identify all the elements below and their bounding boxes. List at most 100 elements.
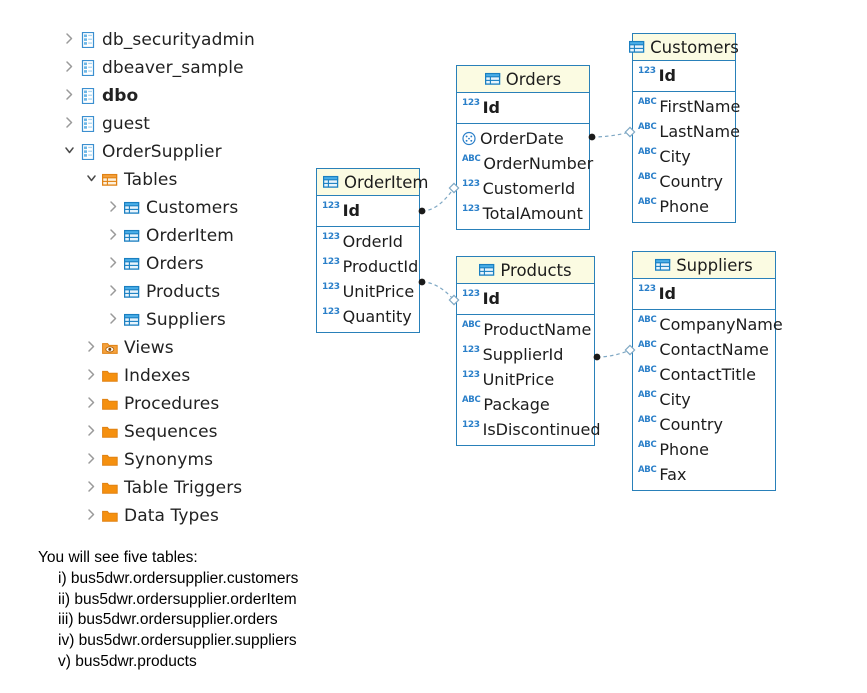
- tree-item-orders[interactable]: Orders: [60, 250, 360, 278]
- chevron-right-icon[interactable]: [104, 284, 122, 300]
- chevron-right-icon[interactable]: [82, 340, 100, 356]
- database-schema-icon: [81, 88, 95, 104]
- chevron-right-icon[interactable]: [82, 424, 100, 440]
- tree-item-dbeaver-sample[interactable]: dbeaver_sample: [60, 54, 360, 82]
- tree-item-tables[interactable]: Tables: [60, 166, 360, 194]
- numeric-type-icon: 123: [462, 370, 480, 380]
- chevron-right-icon[interactable]: [104, 312, 122, 328]
- chevron-down-icon[interactable]: [82, 172, 100, 188]
- column-name: TotalAmount: [482, 204, 583, 223]
- tree-item-table-triggers[interactable]: Table Triggers: [60, 474, 360, 502]
- chevron-right-icon[interactable]: [104, 256, 122, 272]
- tree-item-dbo[interactable]: dbo: [60, 82, 360, 110]
- tree-item-label: OrderSupplier: [102, 142, 222, 162]
- tree-item-orderitem[interactable]: OrderItem: [60, 222, 360, 250]
- chevron-right-icon[interactable]: [60, 32, 78, 48]
- chevron-right-icon[interactable]: [60, 88, 78, 104]
- column-name: SupplierId: [482, 345, 564, 364]
- chevron-down-icon[interactable]: [60, 144, 78, 160]
- chevron-right-icon[interactable]: [82, 480, 100, 496]
- tree-item-suppliers[interactable]: Suppliers: [60, 306, 360, 334]
- column-name: Fax: [659, 465, 687, 484]
- chevron-right-icon[interactable]: [60, 116, 78, 132]
- tree-item-guest[interactable]: guest: [60, 110, 360, 138]
- tree-item-views[interactable]: Views: [60, 334, 360, 362]
- tree-item-db-securityadmin[interactable]: db_securityadmin: [60, 26, 360, 54]
- column-name: Id: [342, 201, 360, 220]
- tree-item-procedures[interactable]: Procedures: [60, 390, 360, 418]
- column-type-icon: [462, 131, 477, 147]
- column-type-icon: ABC: [462, 321, 481, 334]
- chevron-right-icon[interactable]: [82, 396, 100, 412]
- chevron-right-icon[interactable]: [104, 200, 122, 216]
- column-name: OrderNumber: [483, 154, 594, 173]
- tree-item-ordersupplier[interactable]: OrderSupplier: [60, 138, 360, 166]
- column-type-icon: ABC: [638, 341, 657, 354]
- column-row[interactable]: OrderDate: [457, 126, 589, 151]
- column-type-icon: 123: [322, 258, 340, 271]
- tree-item-customers[interactable]: Customers: [60, 194, 360, 222]
- tree-item-data-types[interactable]: Data Types: [60, 502, 360, 530]
- chevron-right-icon[interactable]: [82, 452, 100, 468]
- chevron-right-icon[interactable]: [60, 60, 78, 76]
- column-type-icon: ABC: [638, 466, 657, 479]
- table-icon: [629, 39, 645, 55]
- column-type-icon: ABC: [638, 198, 657, 211]
- database-schema-icon: [81, 144, 95, 160]
- database-schema-icon: [78, 32, 98, 48]
- database-schema-icon: [78, 144, 98, 160]
- text-type-icon: ABC: [638, 465, 657, 476]
- tree-item-indexes[interactable]: Indexes: [60, 362, 360, 390]
- folder-icon: [102, 480, 118, 496]
- chevron-right-icon[interactable]: [104, 228, 122, 244]
- tree-item-synonyms[interactable]: Synonyms: [60, 446, 360, 474]
- chevron-right-icon[interactable]: [82, 368, 100, 384]
- column-name: UnitPrice: [482, 370, 555, 389]
- column-type-icon: 123: [462, 371, 480, 384]
- chevron-right-icon[interactable]: [82, 508, 100, 524]
- relationship-connector: [593, 344, 636, 361]
- relationship-connector: [418, 278, 460, 306]
- entity-header: Orders: [457, 66, 589, 93]
- tree-item-sequences[interactable]: Sequences: [60, 418, 360, 446]
- tree-item-products[interactable]: Products: [60, 278, 360, 306]
- chevron-right-icon: [86, 508, 97, 521]
- tree-item-label: Tables: [124, 170, 178, 190]
